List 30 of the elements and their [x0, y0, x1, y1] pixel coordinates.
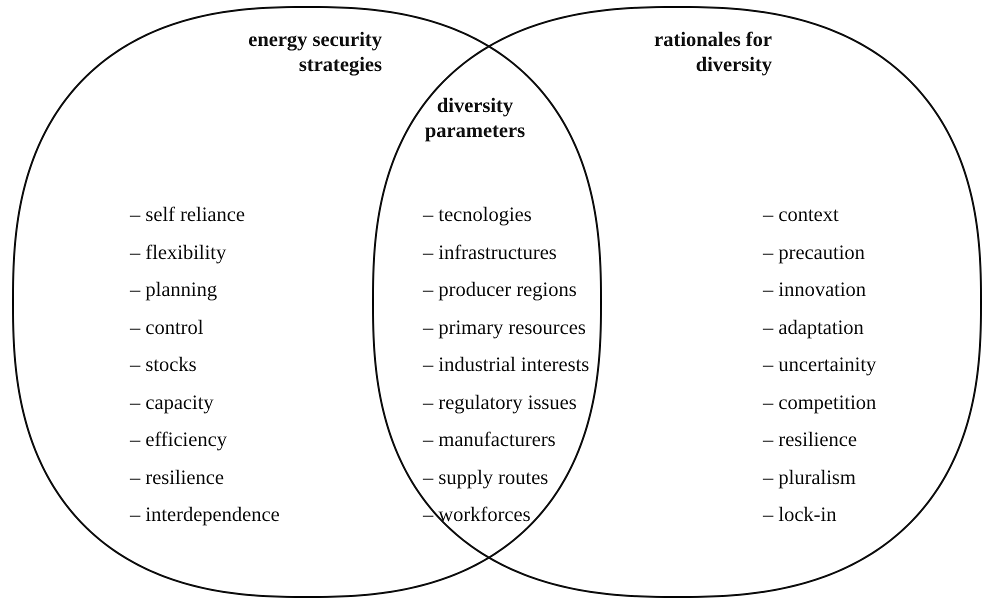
list-item: – planning [130, 278, 218, 303]
list-item: – pluralism [763, 466, 856, 490]
list-item: – stocks [130, 353, 197, 378]
list-item: – primary resources [423, 316, 586, 340]
list-item: – precaution [763, 240, 865, 266]
set-heading: rationales for diversity [653, 28, 772, 78]
set-heading: energy security strategies [247, 28, 382, 78]
overlap-heading: diversity parameters [424, 94, 526, 144]
list-item: – competition [763, 390, 876, 416]
list-item: – resilience [130, 466, 224, 490]
list-item: – efficiency [130, 428, 227, 453]
list-item: – industrial interests [423, 353, 590, 378]
list-item: – manufacturers [423, 428, 556, 453]
list-item: – adaptation [763, 316, 864, 340]
list-item: – infrastructures [423, 240, 557, 266]
list-item: – resilience [763, 428, 857, 453]
list-item: – producer regions [423, 278, 577, 303]
list-item: – innovation [763, 278, 866, 303]
list-item: – supply routes [423, 466, 548, 490]
list-item: – lock-in [763, 503, 836, 528]
list-item: – uncertainity [763, 353, 876, 378]
list-item: – self reliance [130, 203, 245, 228]
list-item: – flexibility [130, 240, 226, 266]
list-item: – interdependence [130, 503, 280, 528]
list-item: – control [130, 316, 204, 340]
list-item: – context [763, 203, 839, 228]
list-item: – tecnologies [423, 203, 532, 228]
list-item: – capacity [130, 390, 214, 416]
list-item: – workforces [423, 503, 531, 528]
list-item: – regulatory issues [423, 390, 577, 416]
